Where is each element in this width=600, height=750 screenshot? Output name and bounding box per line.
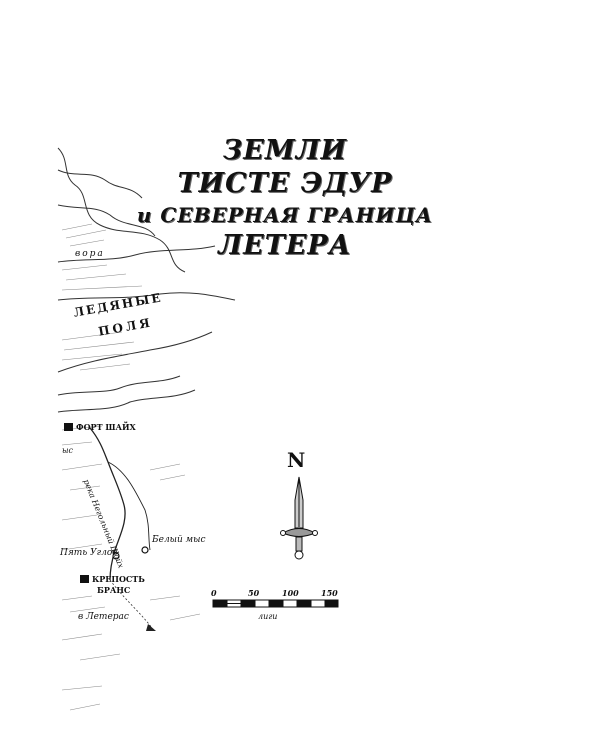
- coastline: [57, 147, 236, 413]
- compass-dagger-icon: [280, 476, 318, 560]
- map-title-line-2: ТИСТЕ ЭДУР: [177, 168, 393, 199]
- white-cape-marker: [141, 546, 149, 554]
- river-line: [89, 427, 126, 581]
- map-title-line-3: и СЕВЕРНАЯ ГРАНИЦА: [136, 203, 434, 227]
- cape-fragment-label: ыс: [62, 446, 73, 455]
- terrain-hatching: [61, 223, 201, 711]
- white-cape-label: Белый мыс: [152, 535, 206, 545]
- five-corners-label: Пять Углов: [60, 548, 118, 558]
- fort-marker: [64, 423, 73, 431]
- arrow-to-letheras: [146, 624, 156, 631]
- fortress-label-1: КРЕПОСТЬ: [92, 574, 145, 584]
- scale-tick-0: 0: [211, 588, 217, 598]
- river-fragment-label: вора: [75, 249, 105, 259]
- scale-bar: [212, 599, 339, 608]
- fortress-label-2: БРАНС: [97, 585, 131, 595]
- map-title-line-4: ЛЕТЕРА: [218, 230, 352, 261]
- map-title-line-1: ЗЕМЛИ: [222, 135, 348, 166]
- five-corners-marker: [112, 552, 120, 560]
- scale-unit-label: лиги: [258, 612, 278, 621]
- river-tributary: [107, 461, 151, 551]
- scale-tick-100: 100: [282, 588, 299, 598]
- fortress-marker: [80, 575, 89, 583]
- fort-label: ФОРТ ШАЙХ: [76, 422, 136, 432]
- road-to-letheras: [109, 579, 153, 629]
- scale-tick-50: 50: [248, 588, 260, 598]
- compass-north-label: N: [287, 448, 306, 472]
- scale-tick-150: 150: [321, 588, 338, 598]
- to-letheras-label: в Летерас: [78, 612, 129, 622]
